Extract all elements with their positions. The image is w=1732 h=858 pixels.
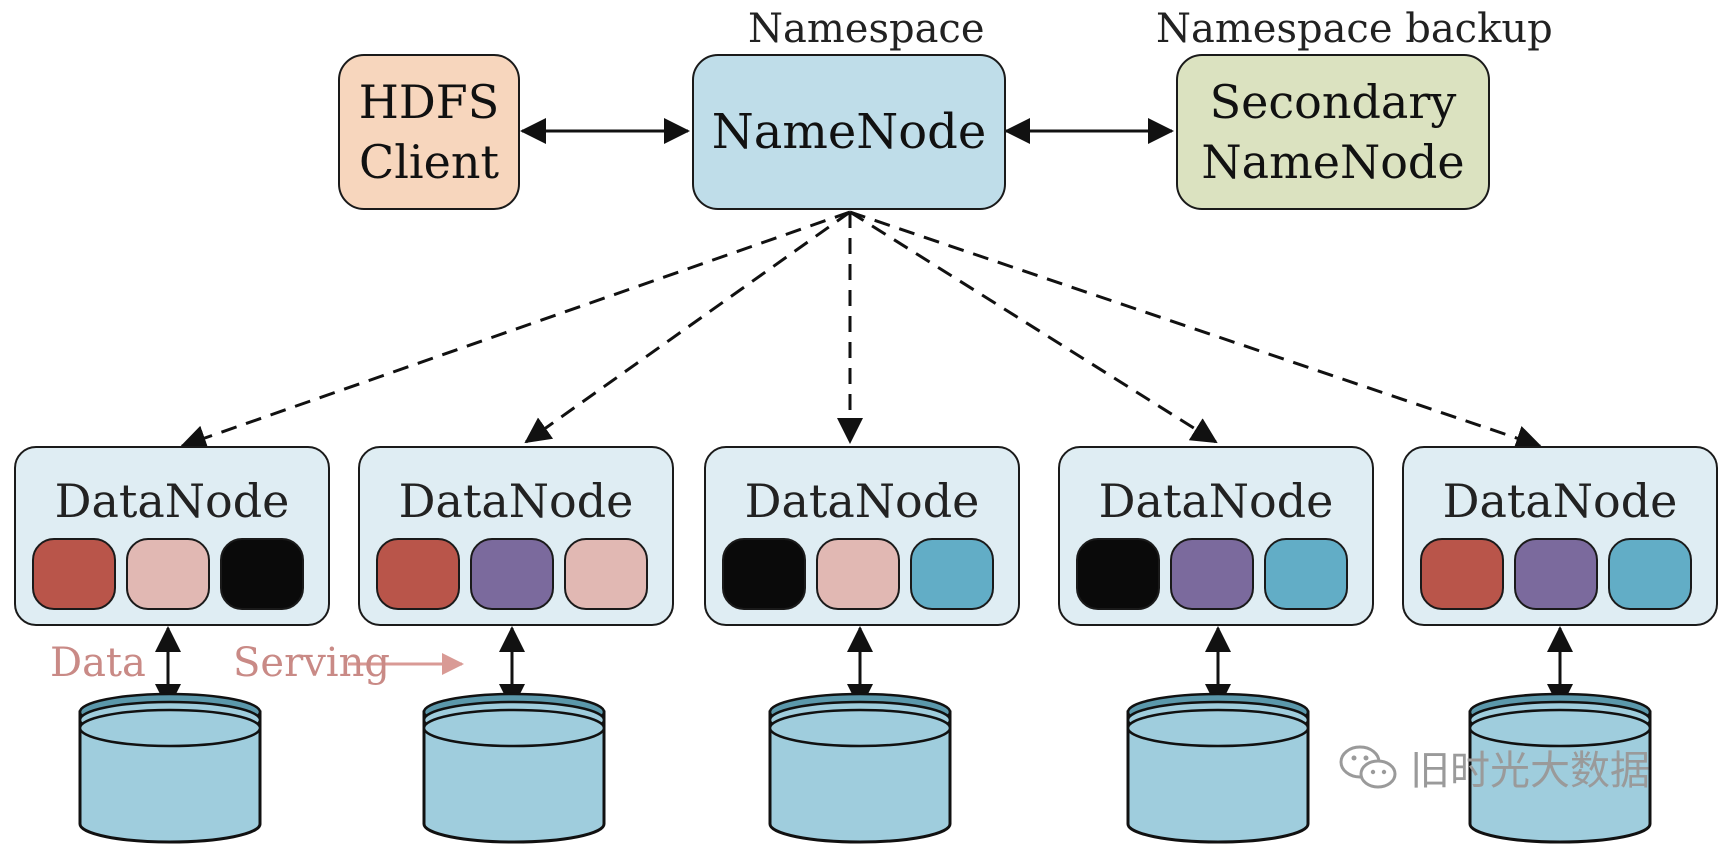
block-red bbox=[32, 538, 116, 610]
block-row bbox=[722, 538, 994, 610]
block-purple bbox=[470, 538, 554, 610]
datanode-title: DataNode bbox=[744, 474, 980, 528]
block-blue bbox=[910, 538, 994, 610]
namenode-box: NameNode bbox=[692, 54, 1006, 210]
block-black bbox=[1076, 538, 1160, 610]
block-purple bbox=[1514, 538, 1598, 610]
block-row bbox=[376, 538, 648, 610]
hdfs-client-label: HDFS Client bbox=[358, 75, 500, 189]
disk-platter bbox=[768, 708, 952, 748]
block-red bbox=[376, 538, 460, 610]
datanode-4: DataNode bbox=[1058, 446, 1374, 626]
watermark: 旧时光大数据 bbox=[1338, 738, 1650, 796]
namenode-datanode-links bbox=[180, 210, 1542, 451]
datanode-title: DataNode bbox=[54, 474, 290, 528]
block-black bbox=[220, 538, 304, 610]
block-row bbox=[1420, 538, 1692, 610]
block-pink bbox=[564, 538, 648, 610]
disk-2 bbox=[422, 692, 606, 844]
block-row bbox=[1076, 538, 1348, 610]
wechat-icon bbox=[1339, 745, 1397, 789]
block-pink bbox=[126, 538, 210, 610]
watermark-text: 旧时光大数据 bbox=[1410, 748, 1650, 794]
datanode-3: DataNode bbox=[704, 446, 1020, 626]
dashed-arrow-2 bbox=[524, 210, 851, 444]
secondary-namenode-box: Secondary NameNode bbox=[1176, 54, 1490, 210]
disk-platter bbox=[422, 708, 606, 748]
dashed-arrow-4 bbox=[849, 210, 1218, 444]
datanode-2: DataNode bbox=[358, 446, 674, 626]
secondary-namenode-label: Secondary NameNode bbox=[1201, 75, 1465, 189]
disk-1 bbox=[78, 692, 262, 844]
disk-platter bbox=[78, 708, 262, 748]
block-purple bbox=[1170, 538, 1254, 610]
data-serving-label: Data Serving bbox=[50, 640, 390, 686]
datanode-title: DataNode bbox=[1098, 474, 1334, 528]
disks bbox=[78, 692, 1652, 844]
disk-platter bbox=[1126, 708, 1310, 748]
namespace-caption: Namespace bbox=[748, 6, 985, 52]
block-row bbox=[32, 538, 304, 610]
datanode-title: DataNode bbox=[1442, 474, 1678, 528]
block-pink bbox=[816, 538, 900, 610]
block-black bbox=[722, 538, 806, 610]
block-red bbox=[1420, 538, 1504, 610]
disk-platter bbox=[1468, 708, 1652, 748]
datanode-1: DataNode bbox=[14, 446, 330, 626]
disk-5 bbox=[1468, 692, 1652, 844]
dashed-arrow-5 bbox=[849, 210, 1542, 451]
data-serving-word2: Serving bbox=[233, 640, 390, 686]
disk-4 bbox=[1126, 692, 1310, 844]
namenode-label: NameNode bbox=[711, 104, 987, 160]
datanode-5: DataNode bbox=[1402, 446, 1718, 626]
namespace-backup-caption: Namespace backup bbox=[1156, 6, 1553, 52]
datanode-title: DataNode bbox=[398, 474, 634, 528]
data-serving-word1: Data bbox=[50, 640, 146, 686]
block-blue bbox=[1608, 538, 1692, 610]
dashed-arrow-1 bbox=[180, 210, 851, 451]
hdfs-client-box: HDFS Client bbox=[338, 54, 520, 210]
block-blue bbox=[1264, 538, 1348, 610]
disk-3 bbox=[768, 692, 952, 844]
